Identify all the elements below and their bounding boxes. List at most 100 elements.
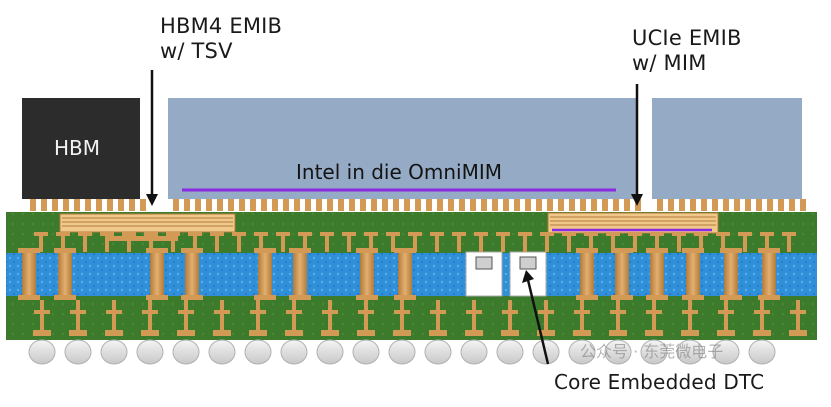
microbump — [129, 199, 135, 211]
microbump — [74, 199, 80, 211]
via — [281, 236, 285, 252]
via-pad — [364, 232, 378, 236]
core-pillar — [724, 250, 738, 298]
microbump — [789, 199, 795, 211]
pillar-cap — [394, 295, 416, 300]
via-pad — [232, 232, 246, 236]
bottom-via — [724, 300, 728, 332]
via-pad — [320, 232, 334, 236]
via-pad — [782, 232, 796, 236]
bottom-via — [220, 300, 224, 332]
solder-ball — [712, 339, 740, 365]
hbm-label: HBM — [54, 136, 101, 160]
via — [325, 236, 329, 252]
pillar-cap — [356, 295, 378, 300]
solder-ball — [172, 339, 200, 365]
bottom-via — [688, 300, 692, 332]
microbump — [261, 199, 267, 211]
microbump — [30, 199, 36, 211]
via — [347, 236, 351, 252]
microbump — [756, 199, 762, 211]
ball-pad — [213, 330, 231, 336]
via-pad — [716, 232, 730, 236]
solder-balls — [28, 339, 776, 365]
microbump — [492, 199, 498, 211]
ball-pad — [753, 330, 771, 336]
microbump — [778, 199, 784, 211]
microbump — [459, 199, 465, 211]
via-pad — [166, 232, 180, 236]
ball-pad — [285, 330, 303, 336]
microbump — [580, 199, 586, 211]
core-pillar — [58, 250, 72, 298]
bottom-via — [256, 300, 260, 332]
solder-ball — [676, 339, 704, 365]
core-dtc-label: Core Embedded DTC — [554, 370, 765, 394]
via-pad — [452, 232, 466, 236]
core-pillar — [762, 250, 776, 298]
microbump — [569, 199, 575, 211]
ball-pad — [789, 330, 807, 336]
via-pad — [122, 232, 136, 236]
via — [171, 236, 175, 252]
microbump — [745, 199, 751, 211]
microbump — [228, 199, 234, 211]
via — [303, 236, 307, 252]
via — [655, 236, 659, 252]
arrow-down-icon — [146, 70, 158, 206]
pillar-cap — [646, 295, 668, 300]
via — [677, 236, 681, 252]
bottom-via — [148, 300, 152, 332]
microbump — [283, 199, 289, 211]
pillar-cap — [720, 248, 742, 253]
microbump — [701, 199, 707, 211]
microbump — [250, 199, 256, 211]
microbump — [426, 199, 432, 211]
pillar-cap — [611, 295, 633, 300]
microbump — [118, 199, 124, 211]
via — [435, 236, 439, 252]
bottom-vias — [33, 300, 807, 336]
solder-ball — [640, 339, 668, 365]
bottom-via — [796, 300, 800, 332]
via-pad — [562, 232, 576, 236]
core-pillar — [650, 250, 664, 298]
via — [567, 236, 571, 252]
via — [721, 236, 725, 252]
microbump — [448, 199, 454, 211]
via — [61, 236, 65, 252]
pillar-cap — [394, 248, 416, 253]
pillar-cap — [54, 295, 76, 300]
pillar-cap — [682, 248, 704, 253]
via-pad — [738, 232, 752, 236]
bottom-via — [76, 300, 80, 332]
microbump — [470, 199, 476, 211]
microbump — [294, 199, 300, 211]
via-pad — [584, 232, 598, 236]
via-pad — [298, 232, 312, 236]
pillar-cap — [576, 248, 598, 253]
microbump — [173, 199, 179, 211]
microbump — [217, 199, 223, 211]
pillar-cap — [18, 295, 40, 300]
via — [237, 236, 241, 252]
microbump — [635, 199, 641, 211]
core-pillar — [615, 250, 629, 298]
microbump — [305, 199, 311, 211]
via-pad — [496, 232, 510, 236]
ucie-emib-bridge — [547, 212, 719, 234]
microbump — [514, 199, 520, 211]
solder-ball — [136, 339, 164, 365]
solder-ball — [460, 339, 488, 365]
pillar-cap — [146, 295, 168, 300]
solder-ball — [316, 339, 344, 365]
microbump — [547, 199, 553, 211]
microbump — [668, 199, 674, 211]
via — [479, 236, 483, 252]
microbump — [96, 199, 102, 211]
ball-pad — [501, 330, 519, 336]
microbump — [481, 199, 487, 211]
ball-pad — [33, 330, 51, 336]
